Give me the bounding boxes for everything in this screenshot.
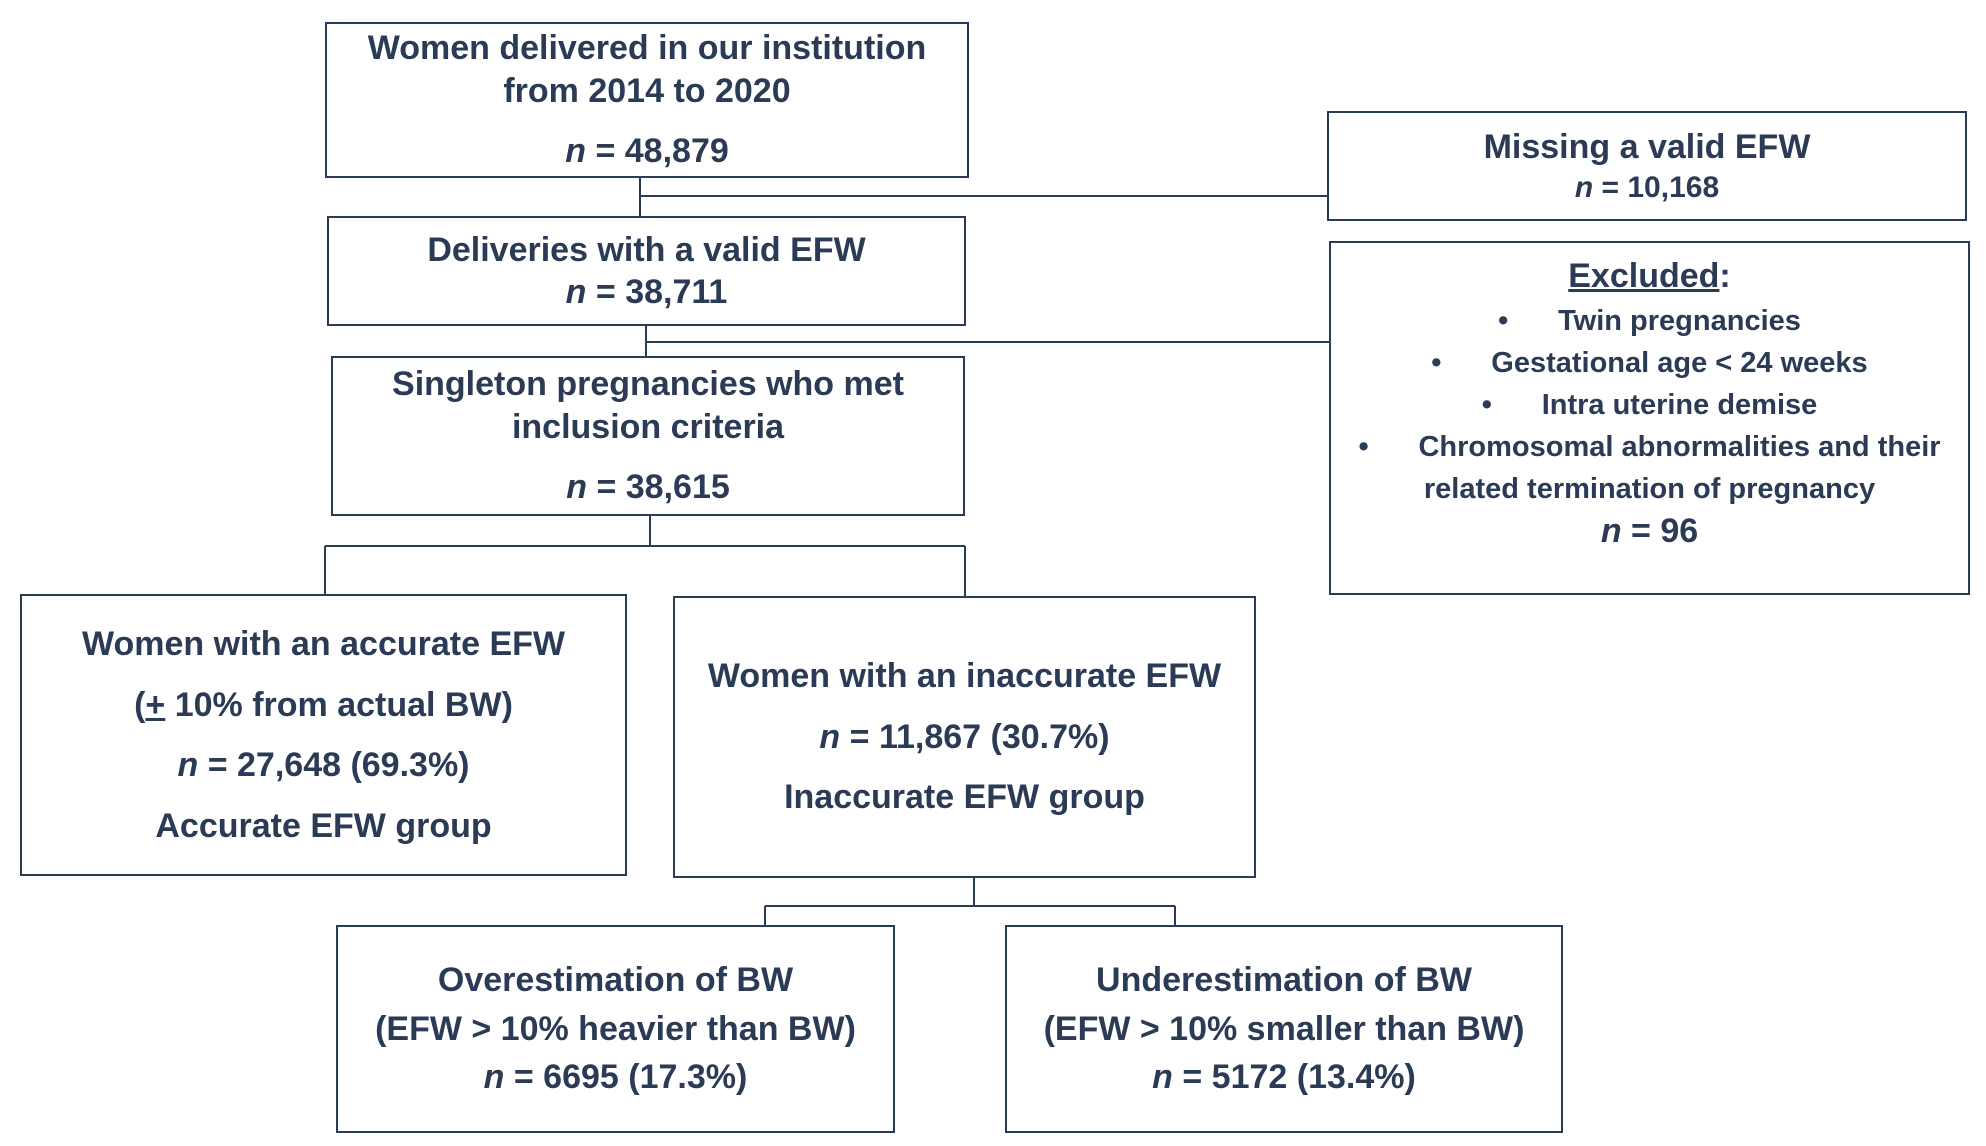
total-count: n = 48,879 bbox=[565, 130, 729, 173]
excluded-count: n = 96 bbox=[1601, 510, 1698, 553]
inaccurate-efw-box: Women with an inaccurate EFW n = 11,867 … bbox=[673, 596, 1256, 878]
total-deliveries-box: Women delivered in our institution from … bbox=[325, 22, 969, 178]
inaccurate-group-label: Inaccurate EFW group bbox=[784, 778, 1145, 817]
underestimation-box: Underestimation of BW (EFW > 10% smaller… bbox=[1005, 925, 1563, 1133]
over-count: n = 6695 (17.3%) bbox=[484, 1056, 748, 1099]
excluded-n-value: = 96 bbox=[1621, 511, 1699, 550]
inaccurate-count: n = 11,867 (30.7%) bbox=[819, 716, 1109, 759]
total-line-2: from 2014 to 2020 bbox=[503, 71, 791, 110]
under-line-1: Underestimation of BW bbox=[1096, 961, 1472, 1000]
over-line-1: Overestimation of BW bbox=[437, 961, 794, 1000]
missing-n-value: = 10,168 bbox=[1593, 170, 1720, 204]
singleton-count: n = 38,615 bbox=[566, 466, 730, 509]
under-n-value: = 5172 (13.4%) bbox=[1172, 1058, 1416, 1097]
over-n-value: = 6695 (17.3%) bbox=[504, 1058, 748, 1097]
total-n-value: = 48,879 bbox=[586, 132, 729, 171]
accurate-group-label: Accurate EFW group bbox=[155, 806, 492, 845]
missing-count: n = 10,168 bbox=[1575, 169, 1719, 207]
valid-label: Deliveries with a valid EFW bbox=[427, 230, 866, 269]
accurate-paren: ( bbox=[134, 685, 146, 724]
n-symbol: n bbox=[483, 1058, 505, 1097]
over-line-2: (EFW > 10% heavier than BW) bbox=[375, 1009, 856, 1048]
excluded-item-chromosomal-cont: related termination of pregnancy bbox=[1423, 472, 1876, 505]
accurate-line-2: (+ 10% from actual BW) bbox=[134, 684, 513, 727]
valid-n-value: = 38,711 bbox=[586, 273, 728, 311]
under-count: n = 5172 (13.4%) bbox=[1152, 1056, 1416, 1099]
n-symbol: n bbox=[566, 468, 588, 507]
singleton-line-1: Singleton pregnancies who met bbox=[392, 365, 904, 404]
accurate-count: n = 27,648 (69.3%) bbox=[177, 744, 469, 787]
excluded-colon: : bbox=[1719, 257, 1731, 295]
missing-efw-box: Missing a valid EFW n = 10,168 bbox=[1327, 111, 1967, 221]
excluded-item-twin: Twin pregnancies bbox=[1358, 300, 1940, 342]
n-symbol: n bbox=[819, 717, 841, 756]
excluded-box: Excluded: Twin pregnancies Gestational a… bbox=[1329, 241, 1970, 595]
excluded-heading: Excluded: bbox=[1568, 255, 1731, 298]
missing-label: Missing a valid EFW bbox=[1483, 128, 1811, 166]
accurate-n-value: = 27,648 (69.3%) bbox=[198, 746, 470, 784]
n-symbol: n bbox=[1152, 1058, 1173, 1097]
excluded-item-chromosomal: Chromosomal abnormalities and their bbox=[1358, 426, 1940, 468]
total-line-1: Women delivered in our institution bbox=[367, 29, 927, 68]
excluded-list: Twin pregnancies Gestational age < 24 we… bbox=[1358, 300, 1940, 468]
excluded-item-iud: Intra uterine demise bbox=[1358, 384, 1940, 426]
singleton-line-2: inclusion criteria bbox=[511, 407, 785, 446]
plus-minus-sign: + bbox=[145, 685, 166, 724]
under-line-2: (EFW > 10% smaller than BW) bbox=[1043, 1009, 1525, 1048]
n-symbol: n bbox=[1600, 511, 1622, 550]
valid-count: n = 38,711 bbox=[566, 271, 728, 314]
excluded-item-gestational-age: Gestational age < 24 weeks bbox=[1358, 342, 1940, 384]
valid-efw-box: Deliveries with a valid EFW n = 38,711 bbox=[327, 216, 966, 326]
accurate-line-1: Women with an accurate EFW bbox=[81, 625, 565, 663]
n-symbol: n bbox=[565, 132, 587, 171]
excluded-title: Excluded bbox=[1568, 257, 1720, 295]
overestimation-box: Overestimation of BW (EFW > 10% heavier … bbox=[336, 925, 895, 1133]
n-symbol: n bbox=[1574, 170, 1594, 204]
n-symbol: n bbox=[565, 273, 587, 311]
singleton-box: Singleton pregnancies who met inclusion … bbox=[331, 356, 965, 516]
accurate-range: 10% from actual BW) bbox=[165, 685, 513, 724]
n-symbol: n bbox=[177, 746, 199, 784]
inaccurate-n-value: = 11,867 (30.7%) bbox=[840, 717, 1110, 756]
accurate-efw-box: Women with an accurate EFW (+ 10% from a… bbox=[20, 594, 627, 876]
singleton-n-value: = 38,615 bbox=[587, 468, 730, 507]
inaccurate-line-1: Women with an inaccurate EFW bbox=[707, 657, 1222, 696]
